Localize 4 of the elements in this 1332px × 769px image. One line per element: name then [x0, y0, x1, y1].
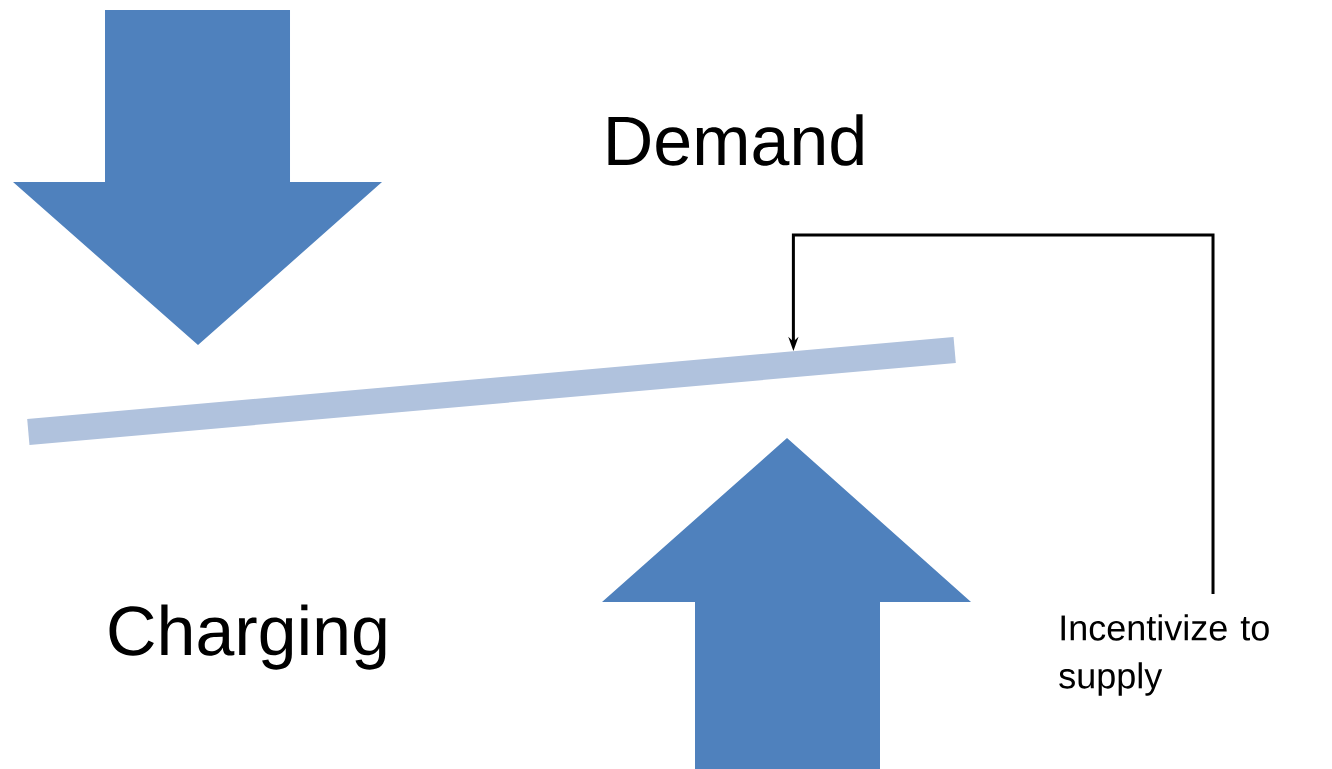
text-label: Demand — [608, 114, 863, 166]
lever-bar — [27, 337, 956, 445]
text-label: Incentivize to supply — [1059, 614, 1269, 696]
text-label: Charging — [109, 604, 386, 670]
